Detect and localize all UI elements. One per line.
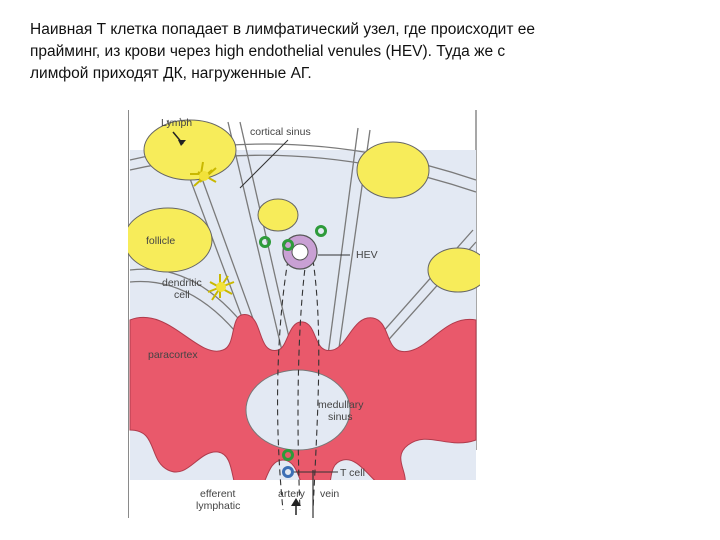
t-cell-green-3 — [315, 225, 327, 237]
follicle-right — [427, 247, 480, 293]
efferent-area — [130, 480, 476, 518]
t-cell-blue — [282, 466, 294, 478]
label-follicle: follicle — [146, 235, 175, 247]
label-medullary: medullary — [318, 399, 364, 411]
artery-arrowhead — [291, 498, 301, 506]
lymph-node-svg: Lymph cortical sinus follicle dendritic … — [128, 110, 480, 518]
t-cell-green-1 — [259, 236, 271, 248]
lymph-arrowhead — [178, 140, 186, 146]
label-paracortex: paracortex — [148, 349, 198, 361]
label-dendritic: dendritic — [162, 277, 202, 289]
follicle — [128, 207, 213, 273]
follicle-small — [257, 198, 299, 232]
text-line-1: Наивная Т клетка попадает в лимфатически… — [30, 21, 535, 38]
label-lymphatic: lymphatic — [196, 500, 240, 512]
label-vein: vein — [320, 488, 339, 500]
text-line-3: лимфой приходят ДК, нагруженные АГ. — [30, 65, 312, 82]
label-hev: HEV — [356, 249, 378, 261]
label-cell: cell — [174, 289, 190, 301]
label-efferent: efferent — [200, 488, 235, 500]
label-cortical-sinus: cortical sinus — [250, 126, 311, 138]
t-cell-green-2 — [282, 239, 294, 251]
slide-text: Наивная Т клетка попадает в лимфатически… — [30, 19, 670, 85]
follicle-top-right — [356, 141, 430, 199]
t-cells — [259, 225, 327, 478]
label-t-cell: T cell — [340, 467, 365, 479]
label-lymph: Lymph — [161, 117, 192, 129]
dendritic-cell-top-body — [199, 171, 209, 181]
text-line-2: прайминг, из крови через high endothelia… — [30, 43, 506, 60]
follicle-top-left — [143, 119, 237, 181]
label-sinus: sinus — [328, 411, 353, 423]
hev-lumen — [291, 243, 309, 261]
cortical-sinus-pointer — [239, 139, 289, 189]
label-artery: artery — [278, 488, 306, 500]
blood-vessels — [277, 259, 320, 511]
lymph-node-diagram: Lymph cortical sinus follicle dendritic … — [128, 110, 480, 518]
t-cell-green-4 — [282, 449, 294, 461]
dendritic-cell-body — [216, 282, 226, 292]
